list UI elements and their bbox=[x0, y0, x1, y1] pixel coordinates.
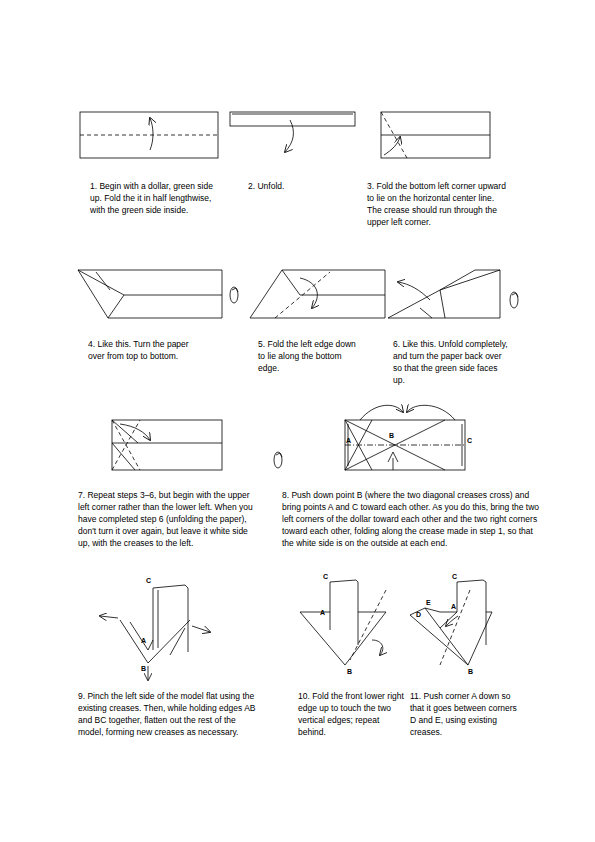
step-caption: 6. Like this. Unfold completely, and tur… bbox=[393, 338, 511, 386]
fold-stroke bbox=[112, 420, 222, 470]
fold-stroke bbox=[274, 452, 282, 468]
fold-stroke bbox=[330, 580, 358, 645]
point-letter: E bbox=[426, 599, 431, 607]
fold-stroke bbox=[78, 270, 222, 318]
point-letter: C bbox=[146, 577, 151, 585]
step-6-figure bbox=[388, 270, 518, 318]
fold-stroke bbox=[285, 120, 293, 152]
fold-stroke bbox=[153, 585, 188, 652]
fold-stroke bbox=[170, 628, 185, 655]
point-letter: B bbox=[468, 668, 473, 676]
step-caption: 9. Pinch the left side of the model flat… bbox=[78, 690, 258, 738]
fold-stroke bbox=[381, 112, 490, 158]
fold-stroke bbox=[96, 272, 110, 290]
fold-stroke bbox=[360, 405, 403, 420]
step-caption: 5. Fold the left edge down to lie along … bbox=[258, 338, 360, 374]
fold-stroke bbox=[345, 420, 465, 470]
fold-stroke bbox=[350, 590, 386, 660]
fold-stroke bbox=[300, 278, 317, 308]
point-letter: A bbox=[320, 609, 325, 617]
fold-stroke bbox=[112, 443, 135, 470]
point-letter: A bbox=[141, 637, 146, 645]
step-caption: 2. Unfold. bbox=[248, 180, 328, 192]
fold-stroke bbox=[384, 137, 400, 155]
fold-stroke bbox=[440, 290, 445, 318]
fold-stroke bbox=[124, 295, 222, 296]
fold-stroke bbox=[345, 445, 465, 446]
fold-stroke bbox=[250, 270, 385, 318]
point-letter: D bbox=[416, 611, 421, 619]
fold-stroke bbox=[230, 112, 355, 126]
fold-stroke bbox=[300, 612, 330, 613]
fold-stroke bbox=[112, 420, 140, 470]
fold-stroke bbox=[440, 628, 468, 665]
point-letter: A bbox=[346, 437, 351, 445]
fold-stroke bbox=[512, 293, 518, 297]
fold-stroke bbox=[100, 616, 118, 618]
fold-stroke bbox=[78, 270, 124, 318]
fold-stroke bbox=[388, 452, 398, 470]
fold-stroke bbox=[120, 424, 150, 440]
fold-stroke bbox=[120, 620, 190, 663]
fold-stroke bbox=[388, 270, 500, 318]
fold-stroke bbox=[510, 292, 518, 308]
fold-stroke bbox=[440, 590, 470, 665]
step-4-figure bbox=[78, 270, 238, 318]
point-letter: C bbox=[452, 573, 457, 581]
fold-stroke bbox=[275, 272, 330, 318]
fold-stroke bbox=[192, 626, 210, 632]
fold-stroke bbox=[446, 616, 458, 626]
fold-stroke bbox=[80, 135, 218, 136]
point-letter: A bbox=[451, 603, 456, 611]
step-3-figure bbox=[381, 112, 490, 158]
point-letter: B bbox=[347, 668, 352, 676]
step-caption: 4. Like this. Turn the paper over from t… bbox=[88, 338, 206, 362]
fold-stroke bbox=[232, 114, 353, 115]
fold-stroke bbox=[148, 666, 149, 680]
fold-stroke bbox=[425, 608, 457, 628]
fold-stroke bbox=[80, 112, 218, 158]
fold-stroke bbox=[150, 118, 153, 150]
fold-stroke bbox=[232, 288, 238, 292]
fold-stroke bbox=[348, 424, 462, 466]
fold-stroke bbox=[158, 590, 159, 648]
step-caption: 11. Push corner A down so that it goes b… bbox=[410, 690, 518, 738]
fold-stroke bbox=[440, 270, 500, 290]
fold-stroke bbox=[112, 420, 138, 443]
fold-stroke bbox=[398, 282, 430, 300]
fold-stroke bbox=[112, 443, 222, 444]
step-caption: 10. Fold the front lower right edge up t… bbox=[298, 690, 404, 738]
fold-stroke bbox=[457, 582, 458, 612]
step-5-figure bbox=[250, 270, 385, 318]
fold-stroke bbox=[420, 308, 432, 318]
point-letter: C bbox=[323, 573, 328, 581]
fold-stroke bbox=[407, 405, 455, 420]
step-11-figure bbox=[410, 580, 492, 665]
fold-stroke bbox=[230, 287, 238, 303]
fold-stroke bbox=[330, 582, 331, 630]
step-caption: 7. Repeat steps 3–6, but begin with the … bbox=[78, 489, 260, 549]
point-letter: B bbox=[389, 432, 394, 440]
fold-stroke bbox=[276, 453, 282, 457]
step-caption: 1. Begin with a dollar, green side up. F… bbox=[90, 180, 222, 216]
point-letter: C bbox=[467, 437, 472, 445]
step-2-figure bbox=[230, 112, 355, 152]
fold-stroke bbox=[282, 270, 385, 295]
step-8-figure bbox=[345, 405, 465, 470]
step-1-figure bbox=[80, 112, 218, 158]
point-letter: B bbox=[141, 665, 146, 673]
fold-stroke bbox=[372, 640, 383, 655]
step-7-figure bbox=[112, 420, 282, 470]
step-10-figure bbox=[300, 580, 386, 665]
step-caption: 8. Push down point B (where the two diag… bbox=[282, 489, 540, 549]
step-caption: 3. Fold the bottom left corner upward to… bbox=[367, 180, 507, 228]
fold-stroke bbox=[300, 612, 386, 665]
step-9-figure bbox=[100, 585, 210, 680]
fold-stroke bbox=[112, 420, 140, 470]
fold-stroke bbox=[130, 622, 153, 650]
fold-stroke bbox=[381, 135, 490, 136]
fold-stroke bbox=[381, 112, 407, 158]
